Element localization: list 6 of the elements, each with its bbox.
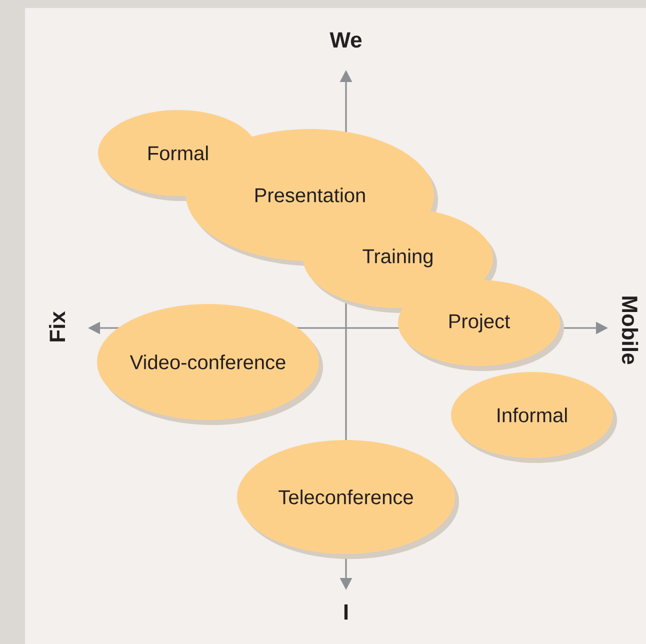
node-label: Presentation — [256, 188, 365, 202]
axis-label: Mobile — [622, 296, 638, 364]
axis-label: We — [330, 32, 362, 48]
axis-label: I — [344, 604, 348, 620]
axis-label: Fix — [49, 311, 65, 342]
node-label: Project — [450, 314, 510, 332]
